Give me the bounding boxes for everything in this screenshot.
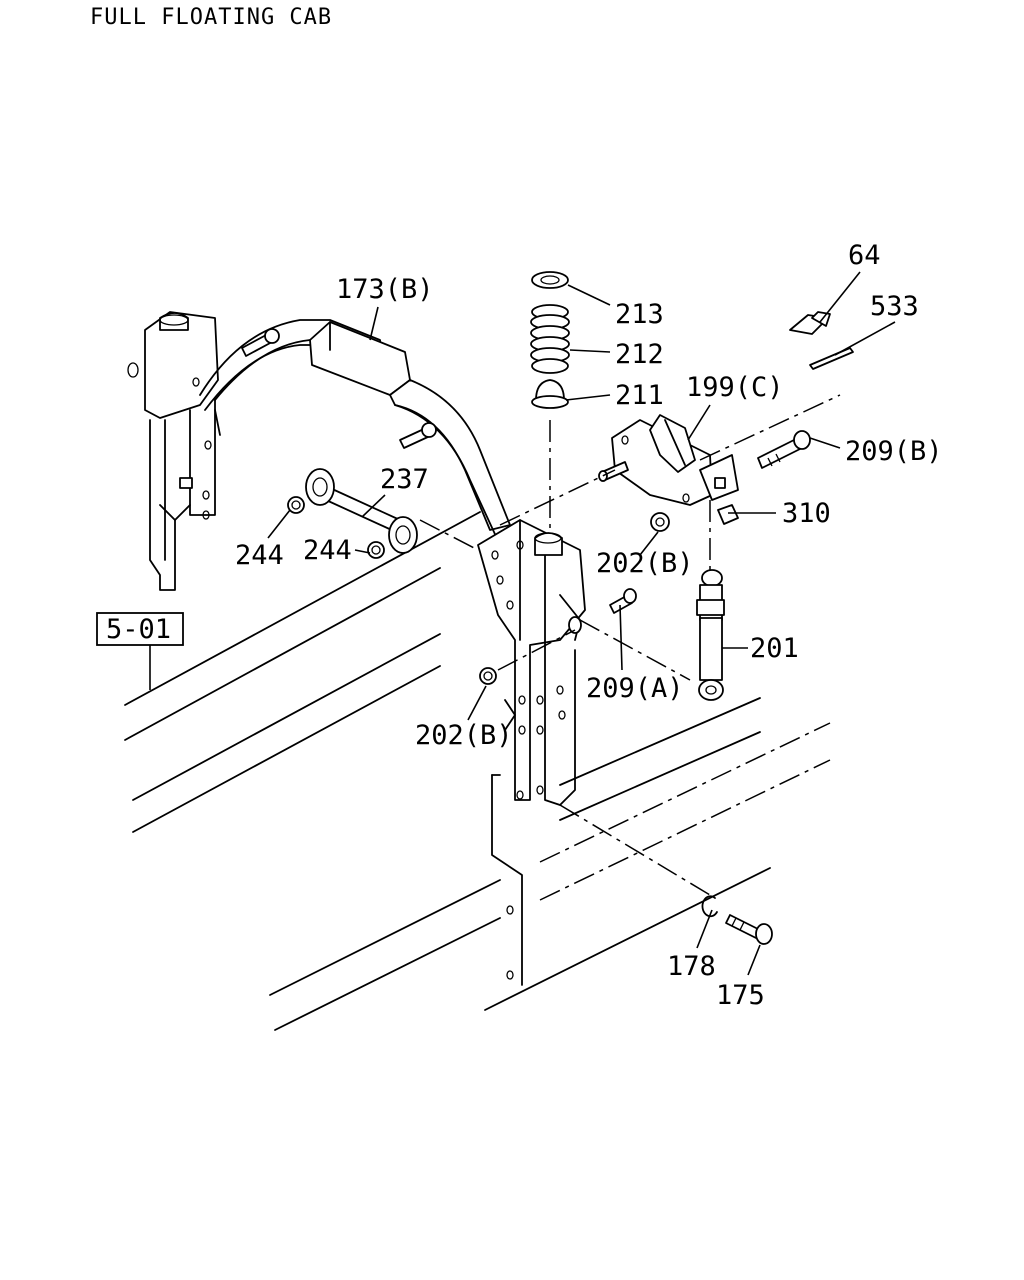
bolt-209a: [609, 588, 637, 614]
label-175: 175: [716, 980, 765, 1011]
spring-assembly: [530, 271, 570, 530]
label-202b-upper: 202(B): [596, 548, 694, 579]
crossmember-173b: [199, 319, 511, 546]
vertical-cab-mount-post: [477, 519, 586, 806]
label-178: 178: [667, 951, 716, 982]
reference-box[interactable]: 5-01: [96, 612, 184, 646]
label-213: 213: [615, 299, 664, 330]
nut-202b-lower: [479, 619, 691, 685]
spring-seat-213: [531, 271, 569, 289]
label-202b-lower: 202(B): [415, 720, 513, 751]
label-211: 211: [615, 380, 664, 411]
strip-533: [809, 347, 854, 370]
coil-spring-212: [530, 304, 570, 374]
snap-ring-178: [701, 895, 718, 918]
label-310: 310: [782, 498, 831, 529]
label-199c: 199(C): [686, 372, 784, 403]
bolt-209b: [757, 430, 811, 469]
bracket-199c: [499, 394, 841, 526]
clip-64: [789, 311, 831, 335]
clip-310: [699, 454, 739, 525]
label-212: 212: [615, 339, 664, 370]
leader-lines: [149, 271, 896, 976]
lateral-rod-237: [305, 468, 479, 554]
label-533: 533: [870, 291, 919, 322]
label-244-right: 244: [303, 535, 352, 566]
bolt-175: [725, 914, 773, 945]
reference-label[interactable]: 5-01: [106, 614, 171, 645]
label-64: 64: [848, 240, 881, 271]
frame-rails: [124, 511, 831, 1031]
label-209a: 209(A): [586, 673, 684, 704]
label-244-left: 244: [235, 540, 284, 571]
center-line-to-178: [559, 804, 711, 896]
nut-244-lower: [367, 541, 385, 559]
nut-202b-upper: [650, 512, 670, 532]
nut-244-upper: [287, 496, 305, 514]
label-237: 237: [380, 464, 429, 495]
left-cab-bracket: [127, 311, 219, 591]
label-173b: 173(B): [336, 274, 434, 305]
label-209b: 209(B): [845, 436, 943, 467]
shock-absorber-201: [696, 500, 725, 701]
bottom-mounting-plate: [491, 774, 523, 986]
label-201: 201: [750, 633, 799, 664]
rubber-bump-211: [531, 379, 569, 409]
part-labels: 64 533 173(B) 213 212 211 199(C) 209(B) …: [235, 240, 943, 1011]
diagram-title: FULL FLOATING CAB: [90, 5, 332, 30]
